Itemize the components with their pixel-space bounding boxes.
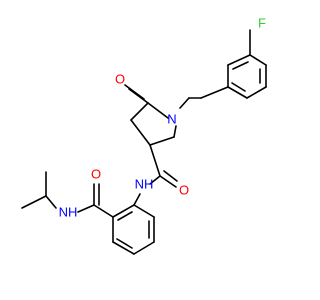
bond bbox=[232, 61, 249, 70]
bond bbox=[133, 193, 141, 206]
bond bbox=[116, 238, 133, 249]
bond bbox=[149, 175, 161, 185]
chemical-structure-diagram: F N O O NH O NH bbox=[0, 0, 300, 300]
bond bbox=[128, 88, 149, 104]
bond bbox=[112, 241, 135, 255]
amide-nh-left-label: NH bbox=[59, 205, 78, 220]
bond bbox=[227, 86, 248, 99]
fluorine-atom-label: F bbox=[258, 16, 266, 31]
bond bbox=[112, 204, 135, 218]
bond bbox=[77, 204, 95, 213]
amide-oxygen-left-label: O bbox=[91, 167, 101, 182]
bond bbox=[227, 54, 251, 66]
bond bbox=[133, 241, 155, 255]
bond bbox=[21, 195, 47, 209]
ketone-oxygen-label: O bbox=[115, 72, 125, 87]
bond bbox=[124, 84, 145, 100]
bond bbox=[163, 170, 178, 182]
bond bbox=[249, 54, 267, 66]
bond bbox=[179, 97, 190, 109]
bond bbox=[200, 86, 229, 99]
bond bbox=[133, 204, 155, 218]
bond bbox=[93, 204, 114, 218]
bond bbox=[173, 125, 177, 138]
bond bbox=[149, 144, 161, 177]
bond bbox=[159, 175, 177, 188]
amide-nh-right-label: NH bbox=[135, 177, 154, 192]
bond bbox=[130, 119, 151, 146]
amide-oxygen-right-label: O bbox=[179, 183, 189, 198]
bond bbox=[117, 211, 133, 221]
bond bbox=[147, 102, 169, 119]
bond bbox=[246, 86, 267, 99]
ring-nitrogen-label: N bbox=[167, 112, 176, 127]
background bbox=[0, 0, 300, 300]
bond bbox=[130, 102, 149, 121]
bond bbox=[149, 136, 175, 146]
bond bbox=[231, 82, 246, 92]
atom-labels: F N O O NH O NH bbox=[59, 16, 266, 220]
bond bbox=[45, 195, 57, 209]
bonds bbox=[21, 29, 267, 255]
